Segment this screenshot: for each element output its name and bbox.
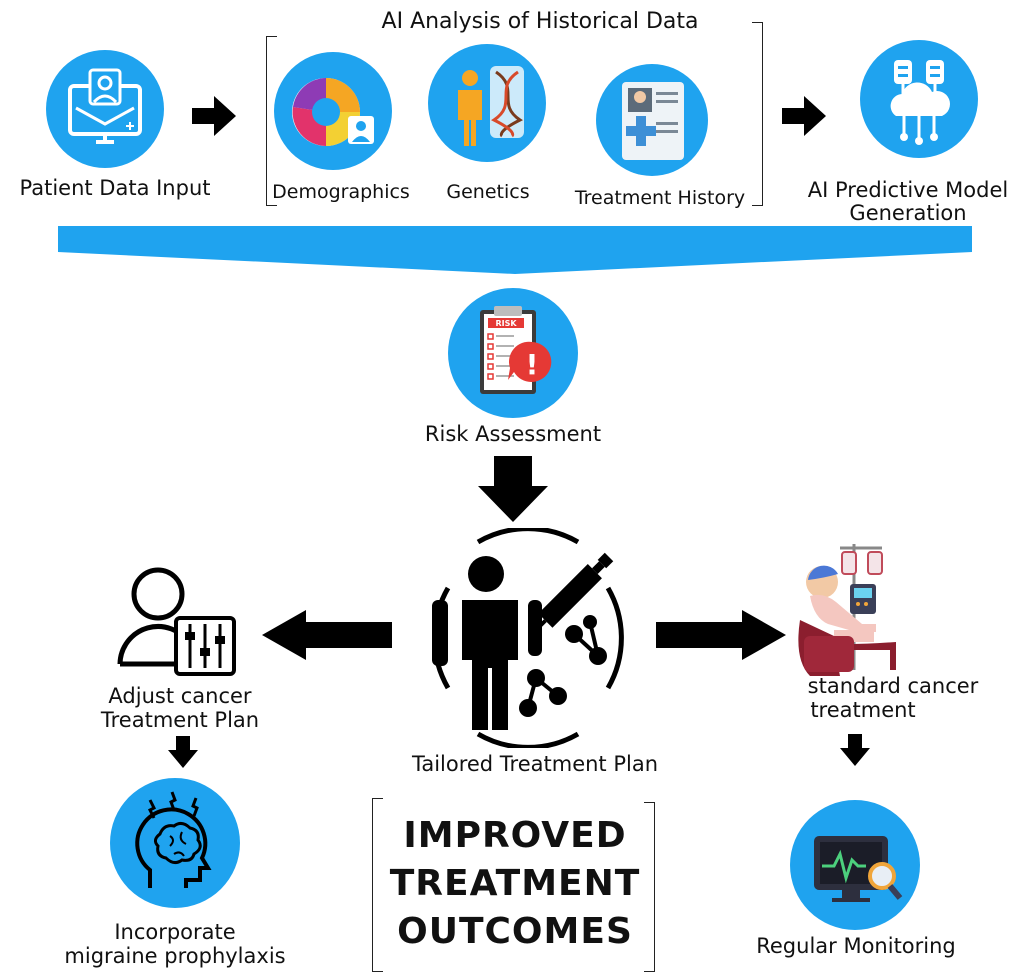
cloud-network-icon (890, 60, 950, 145)
adjust-plan-label-line1: Adjust cancer (108, 684, 252, 708)
outcome-bracket-left (372, 798, 383, 972)
ai-model-label-line1: AI Predictive Model (807, 178, 1009, 202)
chemotherapy-patient-icon (798, 544, 896, 676)
treatment-history-node (596, 64, 708, 176)
standard-treatment-label-line2: treatment (810, 698, 916, 722)
historical-data-bracket-left (266, 36, 277, 206)
tailored-plan-label: Tailored Treatment Plan (411, 752, 659, 776)
arrow-left-icon (262, 610, 392, 660)
patient-data-input-label: Patient Data Input (19, 176, 211, 200)
monitoring-label: Regular Monitoring (756, 934, 956, 958)
demographics-label: Demographics (272, 181, 410, 203)
patient-data-input-node (46, 50, 164, 168)
historical-data-bracket-right (752, 22, 763, 206)
ai-model-label-line2: Generation (849, 201, 967, 225)
migraine-node (110, 778, 240, 908)
genetics-node (428, 44, 546, 162)
outcome-line3: OUTCOMES (397, 911, 633, 952)
outcome-line2: TREATMENT (389, 863, 641, 904)
arrow-down-icon (478, 456, 548, 522)
computer-user-icon (68, 68, 142, 144)
risk-assessment-label: Risk Assessment (424, 422, 602, 446)
risk-assessment-node: RISK ! (448, 288, 578, 418)
arrow-right-icon (192, 96, 236, 136)
user-sliders-icon (117, 567, 236, 676)
genetics-label: Genetics (446, 181, 530, 203)
standard-treatment-label-line1: standard cancer (807, 674, 979, 698)
demographics-node (274, 52, 392, 170)
ai-model-node (860, 40, 978, 158)
outcome-bracket-right (644, 802, 655, 972)
arrow-down-icon (840, 734, 870, 766)
monitoring-node (790, 800, 920, 930)
arrow-down-icon (168, 736, 198, 768)
risk-exclamation-text: ! (526, 348, 539, 381)
pie-chart-icon (292, 78, 374, 146)
patient-syringe-icon (432, 528, 624, 748)
brain-head-icon (135, 791, 212, 888)
monitor-magnifier-icon (814, 836, 903, 902)
risk-badge-text: RISK (495, 319, 517, 328)
migraine-label-line2: migraine prophylaxis (64, 944, 286, 968)
treatment-history-label: Treatment History (574, 187, 746, 209)
section-title: AI Analysis of Historical Data (381, 9, 699, 34)
migraine-label-line1: Incorporate (114, 920, 236, 944)
arrow-right-icon (782, 96, 826, 136)
risk-clipboard-icon: RISK ! (480, 306, 552, 394)
funnel-band (58, 226, 972, 274)
dna-icon (458, 66, 524, 146)
arrow-right-icon (656, 610, 786, 660)
medical-record-icon (622, 82, 684, 160)
adjust-plan-label-line2: Treatment Plan (100, 708, 260, 732)
outcome-line1: IMPROVED (403, 815, 627, 856)
